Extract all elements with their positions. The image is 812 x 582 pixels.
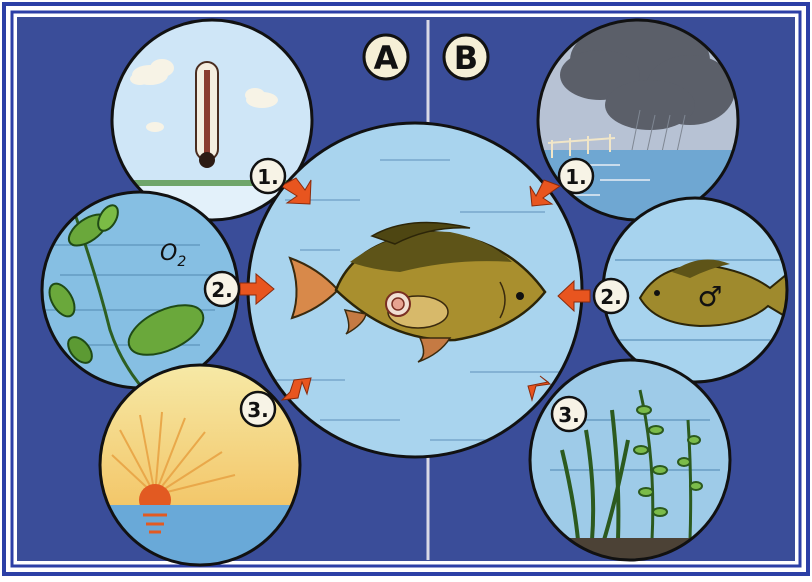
panel-a-badge: A bbox=[364, 35, 408, 79]
panel-b-letter: B bbox=[454, 39, 478, 77]
male-symbol: ♂ bbox=[697, 280, 722, 313]
svg-text:2.: 2. bbox=[600, 285, 622, 309]
label-b1: 1. bbox=[559, 159, 593, 193]
circle-center-carp bbox=[248, 123, 582, 457]
label-b3: 3. bbox=[552, 397, 586, 431]
label-b2: 2. bbox=[594, 279, 628, 313]
svg-text:3.: 3. bbox=[558, 403, 580, 427]
label-a1: 1. bbox=[251, 159, 285, 193]
thermometer-icon bbox=[196, 62, 218, 168]
label-a2: 2. bbox=[205, 272, 239, 306]
svg-text:3.: 3. bbox=[247, 398, 269, 422]
svg-text:2.: 2. bbox=[211, 278, 233, 302]
panel-b-badge: B bbox=[444, 35, 488, 79]
label-a3: 3. bbox=[241, 392, 275, 426]
panel-a-letter: A bbox=[374, 39, 399, 77]
svg-text:1.: 1. bbox=[257, 165, 279, 189]
svg-text:1.: 1. bbox=[565, 165, 587, 189]
